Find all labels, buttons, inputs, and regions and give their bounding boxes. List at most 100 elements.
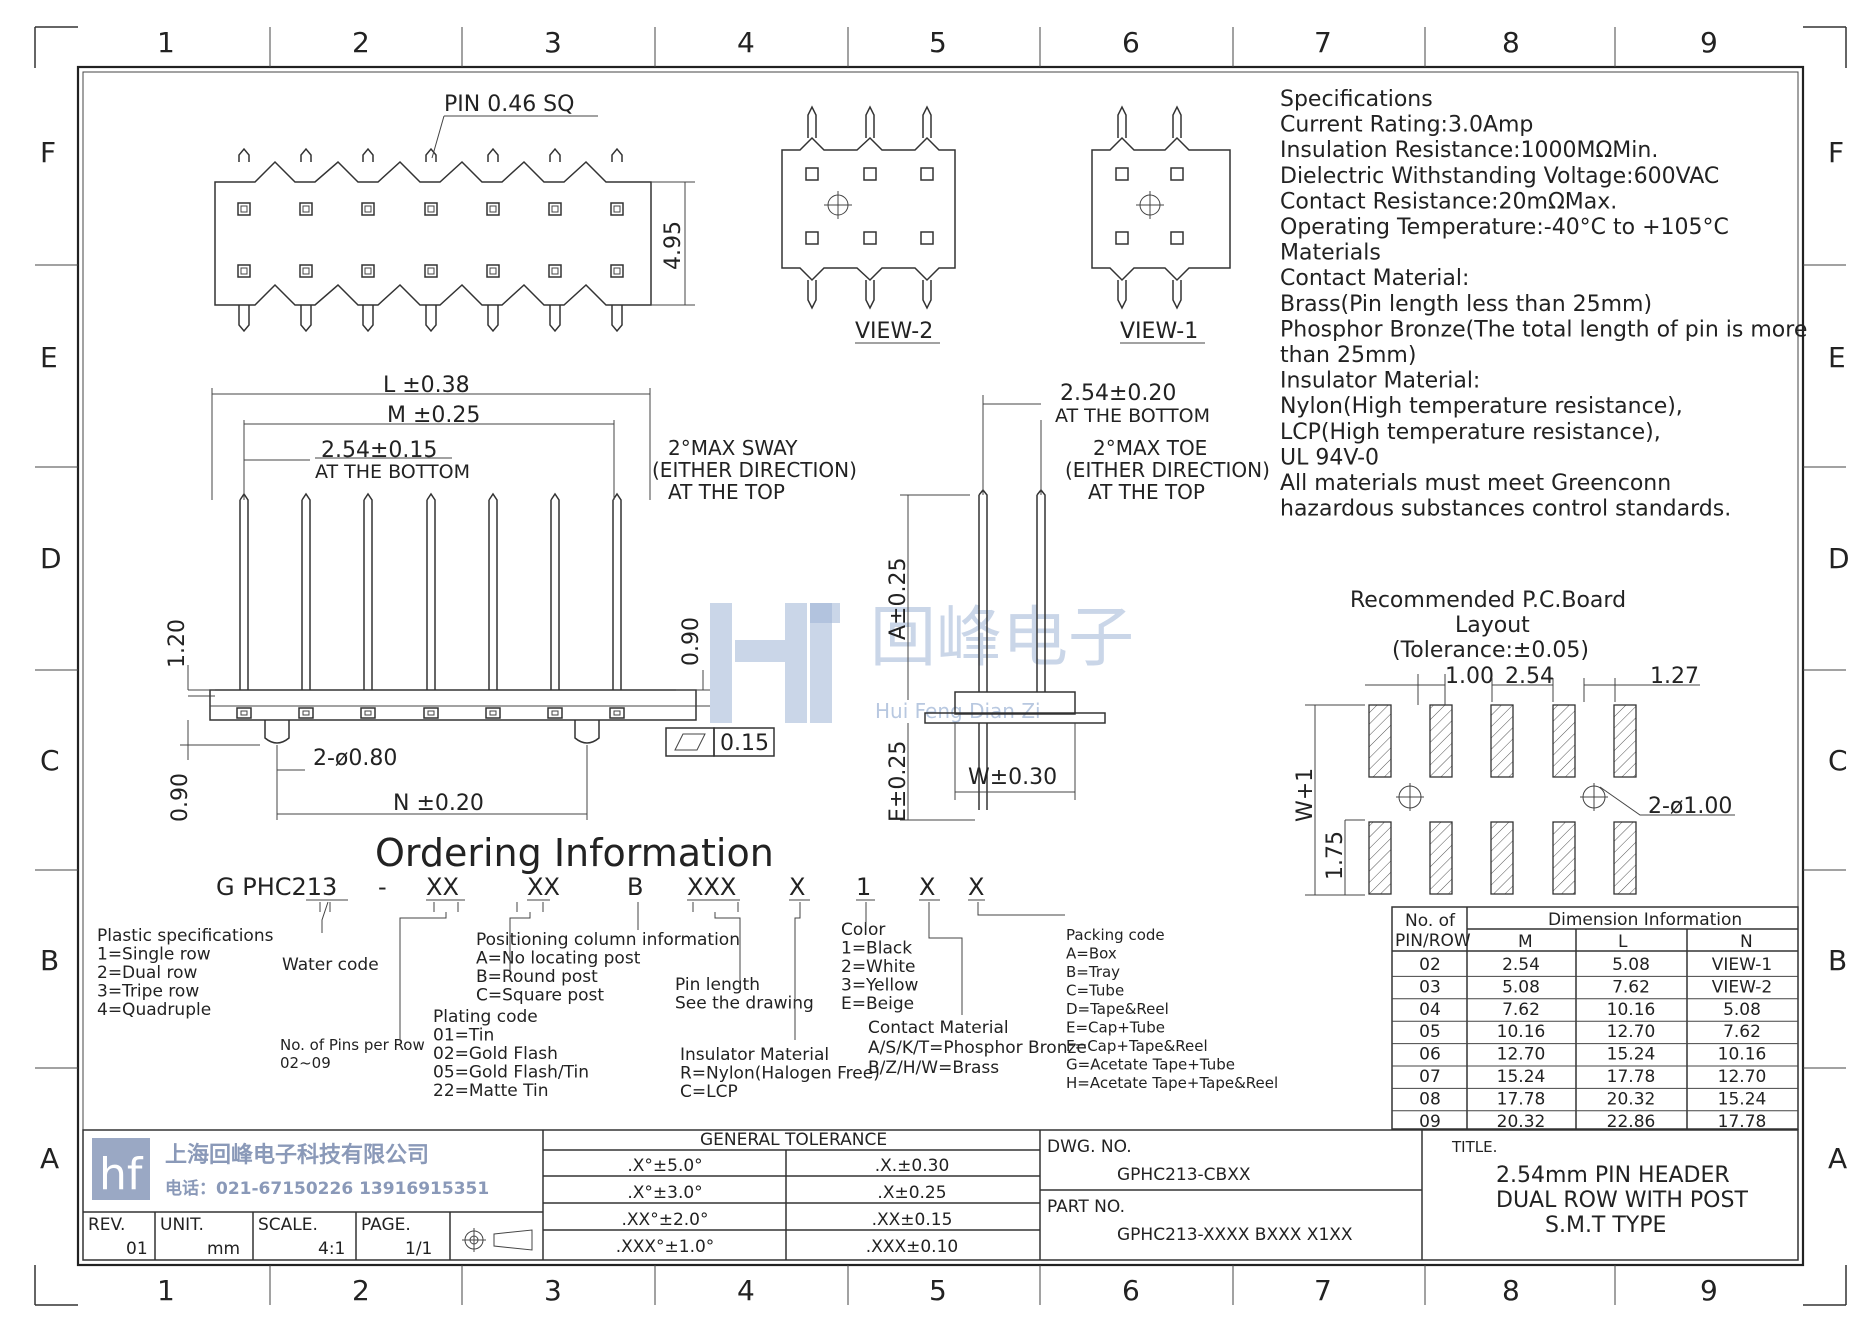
grid-col-top: 2 (352, 26, 370, 59)
packing-code: B=Tray (1066, 963, 1120, 981)
grid-col-bottom: 4 (737, 1274, 755, 1307)
unit-value: mm (207, 1239, 240, 1259)
dt-cell: 5.08 (1612, 955, 1650, 975)
toe-1: 2°MAX TOE (1093, 436, 1207, 460)
dt-header: L (1618, 932, 1628, 952)
dt-cell: 17.78 (1607, 1067, 1656, 1087)
pin-length: Pin length (675, 975, 760, 995)
dt-cell: 20.32 (1497, 1112, 1546, 1132)
dt-cell: 12.70 (1718, 1067, 1767, 1087)
dim-pitch-front: 2.54±0.15 (321, 438, 437, 463)
plating-code: 22=Matte Tin (433, 1081, 549, 1101)
dim-L: L ±0.38 (383, 373, 470, 398)
scale-label: SCALE. (258, 1215, 318, 1235)
company-logo-letters: hf (99, 1149, 144, 1200)
view2-label: VIEW-2 (855, 319, 933, 344)
pcb-holes: 2-ø1.00 (1648, 794, 1732, 819)
grid-row-right: D (1828, 542, 1850, 575)
spec-line: Specifications (1280, 87, 1433, 112)
dt-cell: 05 (1419, 1022, 1441, 1042)
pin-label: PIN 0.46 SQ (444, 92, 574, 117)
dt-cell: 09 (1419, 1112, 1441, 1132)
tolerance-angle: .X°±3.0° (627, 1183, 702, 1203)
grid-col-bottom: 8 (1502, 1274, 1520, 1307)
dim-A: A±0.25 (886, 558, 911, 640)
packing-code: E=Cap+Tube (1066, 1019, 1165, 1037)
pcb-dim-254: 2.54 (1505, 664, 1554, 689)
dwg-no: GPHC213-CBXX (1117, 1165, 1251, 1185)
toe-2: (EITHER DIRECTION) (1065, 458, 1270, 482)
view-2: VIEW-2 (781, 105, 956, 344)
color-code: E=Beige (841, 994, 914, 1014)
spec-line: All materials must meet Greenconn (1280, 471, 1671, 496)
dt-header: N (1740, 932, 1753, 952)
spec-line: Contact Material: (1280, 266, 1469, 291)
order-code-part: X (919, 873, 935, 901)
dt-cell: 04 (1419, 1000, 1441, 1020)
pcb-dim-W1: W+1 (1293, 768, 1318, 822)
pins-per-row: No. of Pins per Row (280, 1036, 425, 1054)
title-label: TITLE. (1451, 1138, 1497, 1156)
dt-cell: 15.24 (1718, 1089, 1767, 1109)
spec-line: Current Rating:3.0Amp (1280, 113, 1533, 138)
watermark: 回峰电子 Hui Feng Dian Zi (710, 599, 1134, 723)
pcb-dim-127: 1.27 (1650, 664, 1699, 689)
ordering-title: Ordering Information (375, 831, 774, 875)
at-bottom-side: AT THE BOTTOM (1055, 405, 1210, 427)
page-value: 1/1 (405, 1239, 432, 1259)
scale-value: 4:1 (318, 1239, 345, 1259)
spec-line: Insulation Resistance:1000MΩMin. (1280, 138, 1658, 163)
grid-row-left: E (40, 341, 58, 374)
grid-col-bottom: 3 (544, 1274, 562, 1307)
dt-cell: 7.62 (1502, 1000, 1540, 1020)
color-code: Color (841, 920, 885, 940)
page-label: PAGE. (361, 1215, 411, 1235)
unit-label: UNIT. (160, 1215, 204, 1235)
dim-120: 1.20 (165, 619, 190, 668)
insulator: C=LCP (680, 1082, 738, 1102)
grid-row-right: B (1828, 944, 1847, 977)
title-1: 2.54mm PIN HEADER (1496, 1163, 1730, 1188)
pcb-title-2: Layout (1455, 613, 1530, 638)
title-3: S.M.T TYPE (1545, 1213, 1666, 1238)
order-code-part: X (789, 873, 805, 901)
spec-line: hazardous substances control standards. (1280, 497, 1731, 522)
dt-cell: VIEW-1 (1712, 955, 1772, 975)
dim-E: E±0.25 (886, 741, 911, 822)
spec-line: UL 94V-0 (1280, 445, 1379, 470)
plating-code: 02=Gold Flash (433, 1044, 558, 1064)
spec-line: Nylon(High temperature resistance), (1280, 394, 1683, 419)
insulator: Insulator Material (680, 1045, 829, 1065)
order-code-part: XX (426, 873, 459, 901)
dt-cell: 17.78 (1497, 1089, 1546, 1109)
positioning: C=Square post (476, 986, 604, 1006)
plastic-spec: 3=Tripe row (97, 982, 199, 1002)
grid-col-top: 7 (1314, 26, 1332, 59)
dt-cell: 07 (1419, 1067, 1441, 1087)
tolerance-linear: .X.±0.30 (875, 1156, 950, 1176)
color-code: 1=Black (841, 939, 912, 959)
tolerance-linear: .X±0.25 (877, 1183, 946, 1203)
order-code-part: B (627, 873, 643, 901)
dt-cell: 5.08 (1723, 1000, 1761, 1020)
dwg-label: DWG. NO. (1047, 1137, 1132, 1157)
top-view: PIN 0.46 SQ 4.95 (214, 92, 695, 333)
front-view: L ±0.38 M ±0.25 2.54±0.15 AT THE BOTTOM … (165, 373, 857, 822)
insulator: R=Nylon(Halogen Free) (680, 1064, 880, 1084)
plating-code: Plating code (433, 1007, 538, 1027)
part-label: PART NO. (1047, 1197, 1125, 1217)
grid-row-left: B (40, 944, 59, 977)
dim-W: W±0.30 (968, 765, 1057, 790)
pcb-title-3: (Tolerance:±0.05) (1392, 638, 1589, 663)
holes-front: 2-ø0.80 (313, 746, 397, 771)
dt-cell: 15.24 (1497, 1067, 1546, 1087)
positioning: B=Round post (476, 967, 598, 987)
dim-090-left: 0.90 (168, 773, 193, 822)
dim-pitch-side: 2.54±0.20 (1060, 381, 1176, 406)
dt-cell: 7.62 (1612, 977, 1650, 997)
title-block: hf 上海回峰电子科技有限公司 电话：021-67150226 13916915… (82, 1129, 1799, 1261)
view1-label: VIEW-1 (1120, 319, 1198, 344)
